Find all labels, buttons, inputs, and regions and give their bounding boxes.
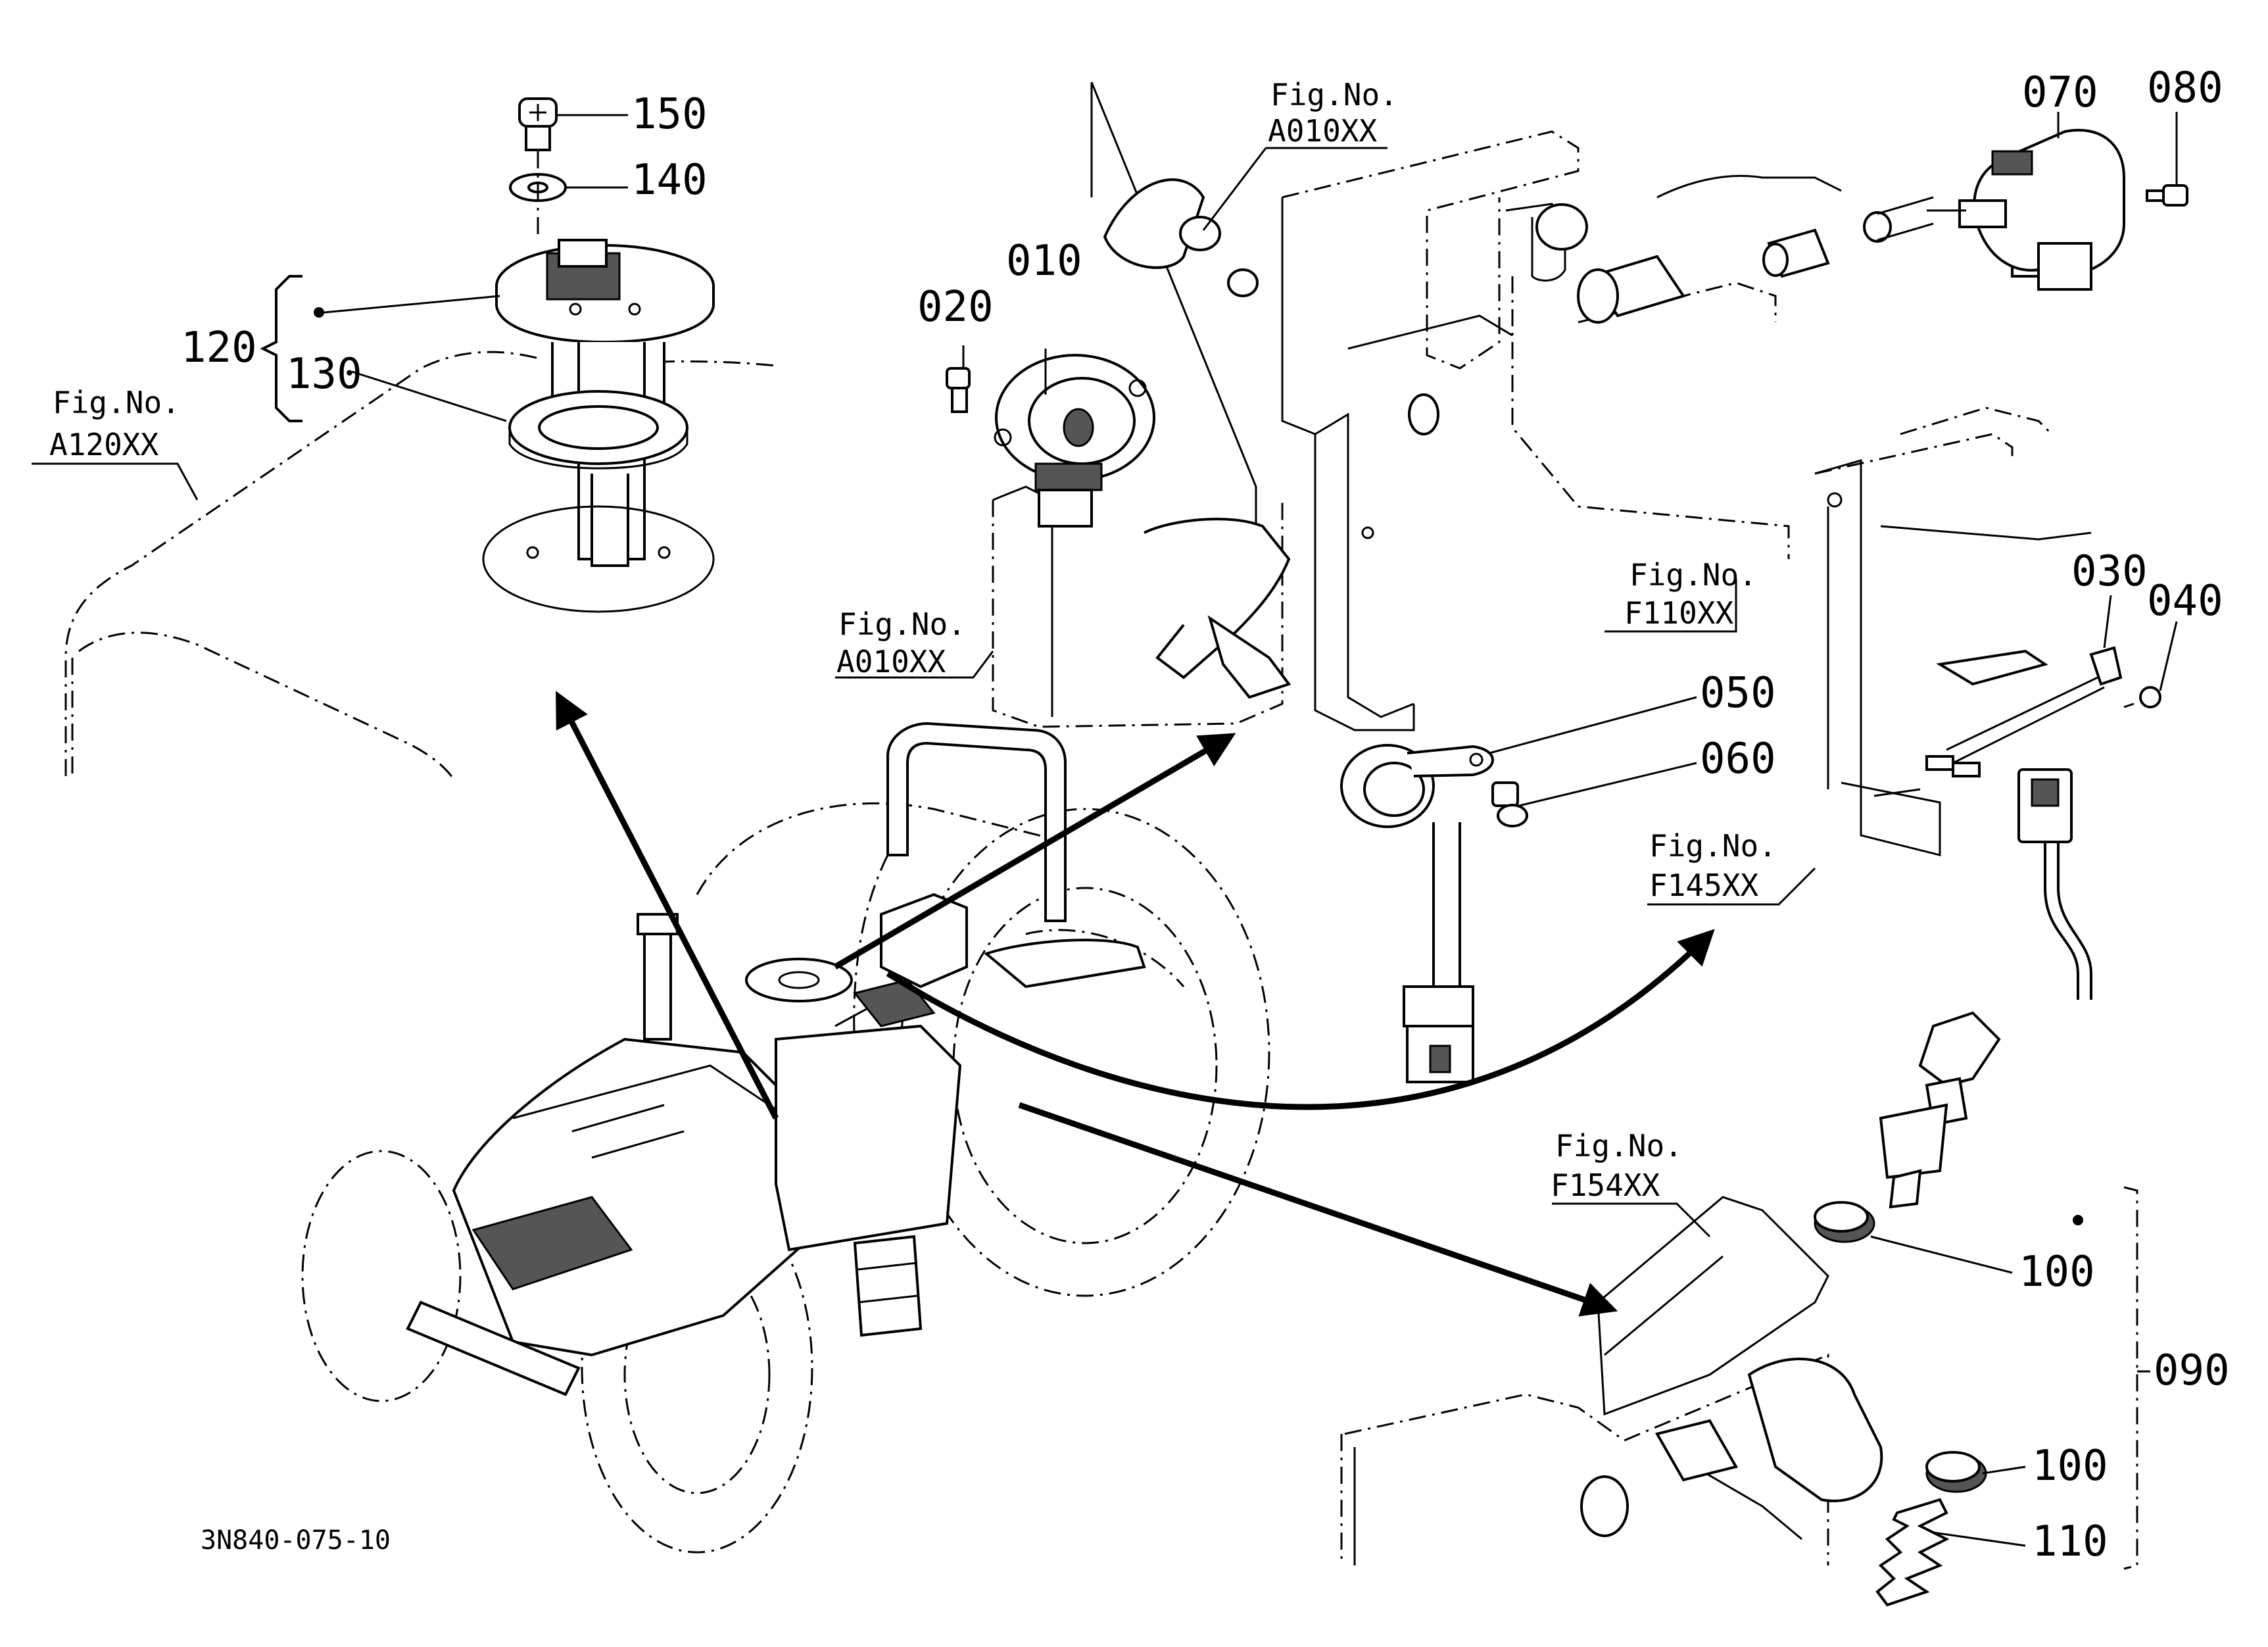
fig-ref-f110-code: F110XX [1624,595,1733,631]
label-020: 020 [917,283,994,332]
label-090: 090 [2154,1346,2230,1395]
fig-ref-f145: Fig.No. F145XX [1649,828,1777,903]
pedal-bracket [1505,174,1934,559]
tractor-illustration [301,722,1270,1554]
label-110: 110 [2032,1517,2108,1566]
label-080: 080 [2147,64,2223,112]
group-bracket-120 [260,275,500,422]
stop-switch-090 [1814,1011,2138,1607]
drawing-code: 3N840-075-10 [201,1525,391,1556]
center-bracket [1281,130,1580,1083]
pedal-plate-f154 [1340,1196,1883,1565]
fig-ref-a120: Fig.No. A120XX [49,385,180,462]
fig-ref-f154-code: F154XX [1551,1168,1660,1203]
fig-ref-f110: Fig.No. F110XX [1624,557,1757,631]
fig-ref-a010-top: Fig.No. A010XX [1268,77,1398,149]
fig-ref-f154: Fig.No. F154XX [1551,1128,1683,1203]
fig-ref-f145-title: Fig.No. [1649,828,1777,864]
fig-ref-f154-title: Fig.No. [1555,1128,1683,1164]
fig-ref-a010-mid-code: A010XX [836,644,946,679]
fuel-sender-assembly [482,97,715,613]
label-060: 060 [1700,735,1776,783]
label-070: 070 [2022,68,2098,117]
fig-ref-a010-mid: Fig.No. A010XX [836,606,966,679]
hood-outline [64,351,777,780]
label-010: 010 [1006,237,1082,285]
label-140: 140 [631,156,708,205]
label-130: 130 [286,350,362,399]
fig-ref-a010-mid-title: Fig.No. [838,606,966,642]
fig-ref-a010-top-title: Fig.No. [1270,77,1398,112]
label-120: 120 [181,324,257,372]
label-150: 150 [631,90,708,139]
label-100-lower: 100 [2032,1442,2108,1490]
label-030: 030 [2071,547,2148,596]
label-100-upper: 100 [2019,1248,2095,1296]
label-050: 050 [1700,669,1776,718]
callout-arrows [556,691,1715,1317]
leader-lines [32,112,2178,1547]
fig-ref-f110-title: Fig.No. [1629,557,1757,593]
fig-ref-a010-top-code: A010XX [1268,113,1377,149]
fig-ref-f145-code: F145XX [1649,868,1758,903]
fig-ref-a120-title: Fig.No. [53,385,180,420]
label-040: 040 [2147,577,2223,626]
switch-bracket-f145 [1814,406,2161,1000]
sensor-070-assembly [1927,128,2188,291]
pedal-sensor-assembly [946,82,1291,728]
fig-ref-a120-code: A120XX [49,427,158,462]
